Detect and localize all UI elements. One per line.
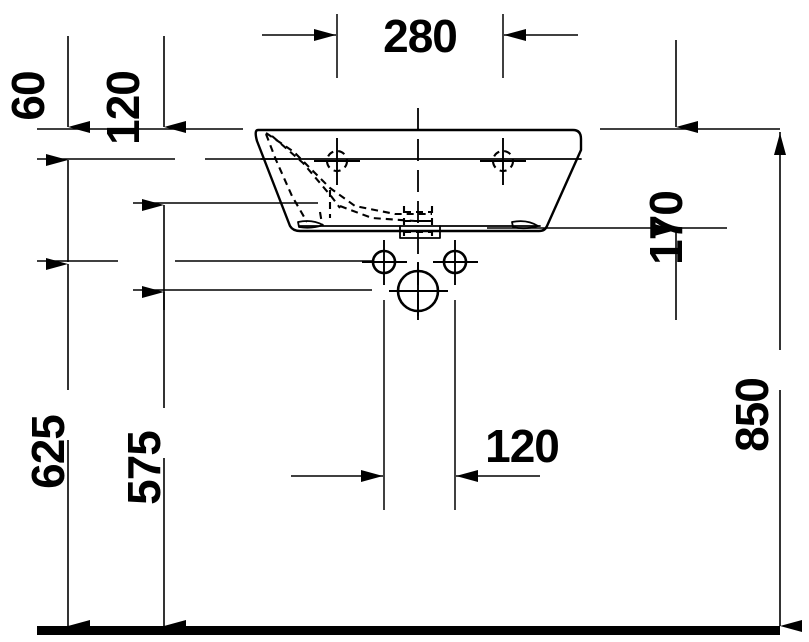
washbasin-body [254, 128, 583, 239]
fixing-hole-left [362, 240, 407, 285]
basin-right-foot-detail [511, 220, 539, 230]
dimension-120-bottom: 120 [291, 300, 560, 510]
basin-bowl-hidden-drop-a [318, 211, 324, 225]
basin-outer-profile [254, 128, 583, 233]
dimension-170: 170 [640, 40, 698, 320]
tap-hole-crosshair-left [314, 138, 360, 185]
basin-bowl-hidden-left [265, 133, 308, 223]
dimension-575-label: 575 [118, 431, 170, 505]
dimension-625-label: 625 [22, 415, 74, 489]
dimension-120-top-label: 120 [97, 71, 149, 145]
dimension-60: 60 [2, 36, 90, 133]
waste-outlet-circle [389, 262, 448, 320]
dimension-60-label: 60 [2, 71, 54, 120]
dimension-170-label: 170 [640, 191, 692, 265]
tap-hole-left-circle [325, 149, 349, 173]
dimension-850-arrowhead-top [774, 133, 786, 155]
dimension-575: 575 [118, 199, 186, 632]
dimension-120-bottom-label: 120 [485, 420, 559, 472]
dimension-120-top: 120 [97, 36, 186, 145]
tap-hole-crosshair-right [480, 138, 526, 185]
dimension-850: 850 [726, 132, 802, 632]
fixing-hole-right [433, 240, 478, 285]
floor-datum-line [37, 626, 780, 635]
tap-hole-right-circle [491, 149, 515, 173]
basin-bowl-hidden-upper [265, 132, 432, 216]
dimension-280: 280 [262, 10, 578, 78]
dimension-625: 625 [22, 154, 90, 632]
dimension-280-label: 280 [383, 10, 457, 62]
basin-waste-box [399, 225, 441, 239]
basin-bowl-hidden-mid [271, 135, 341, 209]
basin-bowl-hidden-lower [339, 205, 432, 223]
dimension-850-label: 850 [726, 378, 778, 452]
basin-waste-hidden-sides [402, 206, 434, 236]
